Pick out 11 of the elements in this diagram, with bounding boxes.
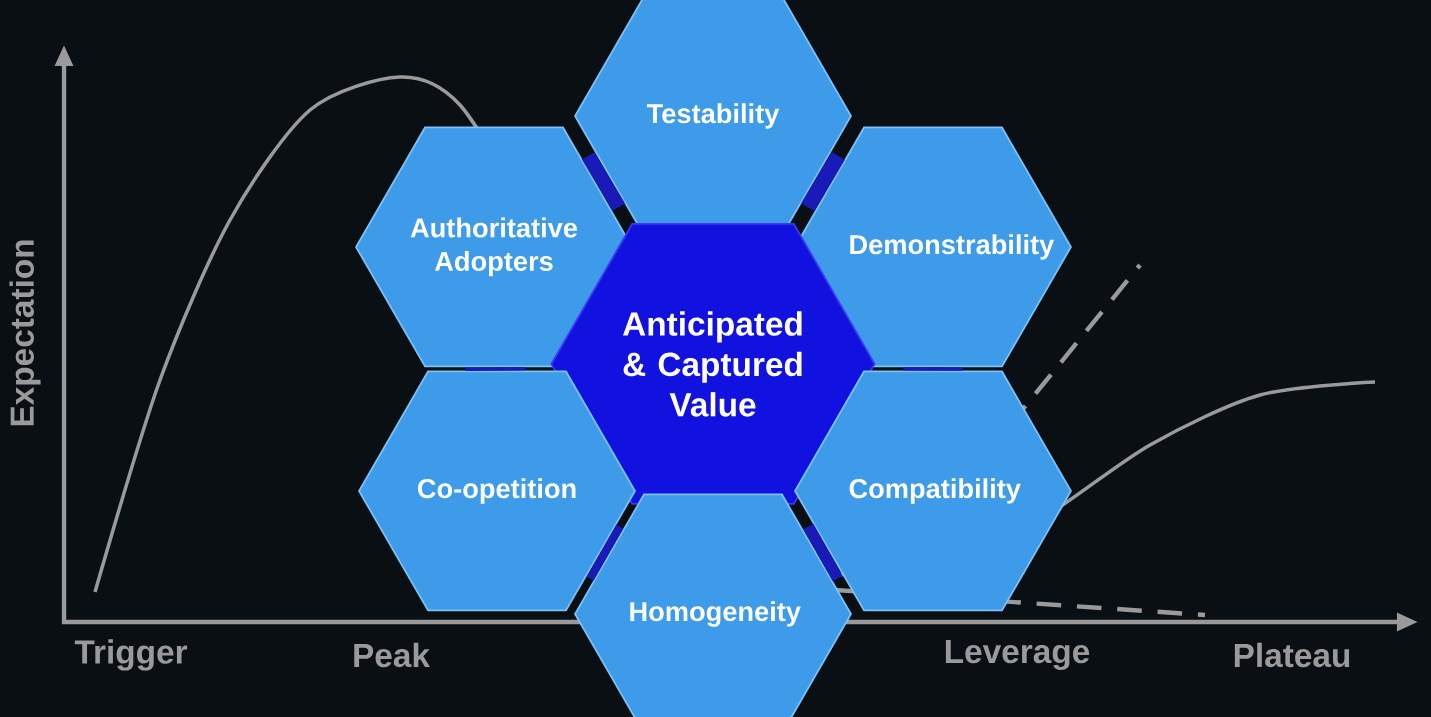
axis-label: Expectation [9, 240, 41, 426]
connector-band [801, 151, 845, 212]
axis-label: Trigger [74, 639, 188, 671]
axis-label: Plateau [1234, 642, 1350, 668]
connector-band [465, 367, 526, 371]
connector-band [803, 523, 843, 582]
axis-label: Peak [354, 642, 430, 668]
connector-band [903, 367, 963, 371]
axis-label: Leverage [945, 640, 1090, 670]
connector-band [586, 524, 624, 581]
connector-band [582, 152, 625, 211]
